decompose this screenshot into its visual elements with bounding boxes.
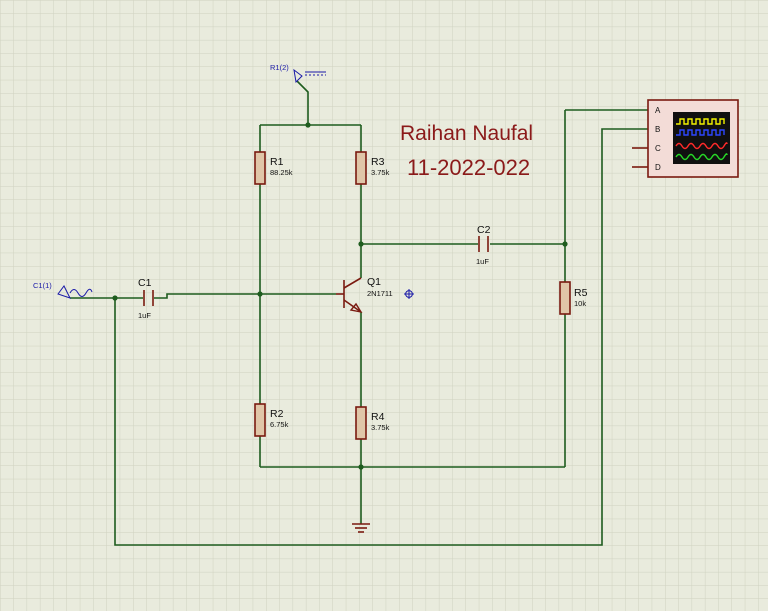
author-name: Raihan Naufal — [400, 122, 534, 145]
trace-c — [675, 142, 728, 150]
oscilloscope[interactable]: A B C D — [632, 99, 739, 178]
wires — [70, 80, 648, 546]
dc-generator[interactable]: R1(2) — [270, 63, 326, 84]
r3-ref-label: R3 — [371, 156, 385, 168]
resistor-body[interactable] — [355, 406, 367, 440]
scope-pin-b: B — [655, 125, 660, 134]
ground-icon[interactable] — [352, 523, 370, 533]
junction-node — [358, 241, 364, 247]
resistor-r3[interactable]: R3 3.75k — [355, 151, 390, 185]
junction-node — [562, 241, 568, 247]
c1-value-label: 1uF — [138, 311, 151, 320]
trace-b — [676, 129, 725, 136]
wire-dc-source[interactable] — [296, 80, 309, 125]
ac-generator[interactable]: C1(1) — [33, 281, 93, 299]
r2-ref-label: R2 — [270, 408, 284, 420]
r2-value-label: 6.75k — [270, 420, 289, 429]
resistor-r2[interactable]: R2 6.75k — [254, 403, 289, 437]
capacitor-c1[interactable]: C1 1uF — [138, 277, 154, 320]
junction-node — [305, 122, 311, 128]
transistor-q1[interactable]: Q1 2N1711 — [336, 276, 414, 314]
generator-arrow-icon — [57, 285, 71, 299]
resistor-body[interactable] — [254, 403, 266, 437]
r4-ref-label: R4 — [371, 411, 385, 423]
resistor-r1[interactable]: R1 88.25k — [254, 151, 293, 185]
emitter-arrow-icon — [349, 302, 363, 314]
sine-wave-icon — [69, 288, 93, 297]
ac-generator-label: C1(1) — [33, 281, 52, 290]
q1-value-label: 2N1711 — [367, 289, 393, 298]
r5-ref-label: R5 — [574, 287, 588, 299]
trace-d — [675, 153, 728, 161]
c1-ref-label: C1 — [138, 277, 152, 289]
junctions — [112, 122, 568, 470]
c2-value-label: 1uF — [476, 257, 489, 266]
resistor-body[interactable] — [254, 151, 266, 185]
scope-pin-c: C — [655, 144, 661, 153]
r4-value-label: 3.75k — [371, 423, 390, 432]
r1-ref-label: R1 — [270, 156, 284, 168]
generator-arrow-icon — [293, 68, 303, 84]
r5-value-label: 10k — [574, 299, 586, 308]
q1-ref-label: Q1 — [367, 276, 381, 288]
resistor-r4[interactable]: R4 3.75k — [355, 406, 390, 440]
scope-pin-d: D — [655, 163, 661, 172]
junction-node — [358, 464, 364, 470]
crosshair-icon[interactable] — [404, 289, 414, 299]
dc-generator-label: R1(2) — [270, 63, 289, 72]
wire-scope-b[interactable] — [114, 128, 648, 546]
r1-value-label: 88.25k — [270, 168, 293, 177]
capacitor-c2[interactable]: C2 1uF — [476, 224, 491, 266]
resistor-body[interactable] — [355, 151, 367, 185]
junction-node — [257, 291, 263, 297]
resistor-body[interactable] — [559, 281, 571, 315]
trace-a — [676, 118, 725, 125]
scope-pin-a: A — [655, 106, 661, 115]
r3-value-label: 3.75k — [371, 168, 390, 177]
transistor-emitter — [343, 299, 362, 313]
wire-c1-base[interactable] — [154, 293, 260, 299]
transistor-collector — [343, 277, 362, 289]
resistor-r5[interactable]: R5 10k — [559, 281, 588, 315]
author-id: 11-2022-022 — [407, 155, 531, 180]
c2-ref-label: C2 — [477, 224, 491, 236]
junction-node — [112, 295, 118, 301]
